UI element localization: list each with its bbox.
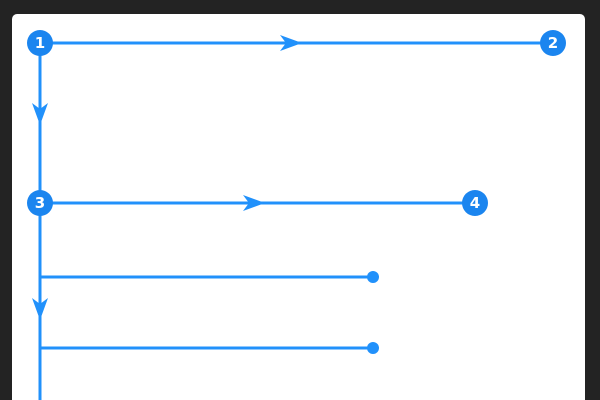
flow-node-label-3: 3 [35,194,45,212]
edge-node1-node2-arrowhead-icon [280,35,302,51]
edge-node3-node4-arrowhead-icon [243,195,265,211]
flow-node-4[interactable] [462,190,488,216]
branch-line-1-endpoint-dot [367,271,379,283]
flow-node-label-1: 1 [35,34,45,52]
flow-node-3[interactable] [27,190,53,216]
canvas-panel [12,14,585,400]
flow-node-label-2: 2 [548,34,558,52]
flow-node-label-4: 4 [470,194,480,212]
flow-node-1[interactable] [27,30,53,56]
branch-line-2-endpoint-dot [367,342,379,354]
edge-node3-down-arrowhead-icon [32,298,48,320]
flow-node-2[interactable] [540,30,566,56]
edge-node1-node3-arrowhead-icon [32,103,48,125]
